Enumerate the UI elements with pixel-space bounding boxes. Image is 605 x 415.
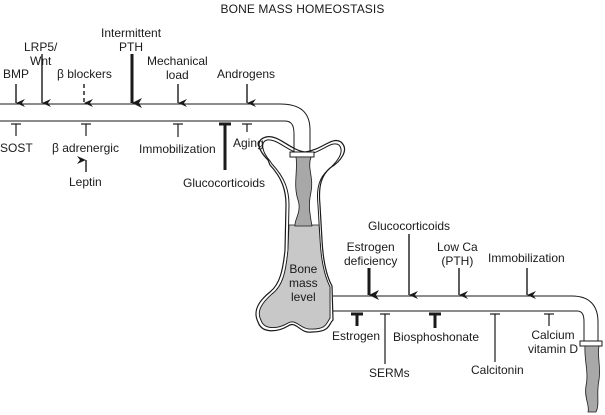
bone-shape bbox=[255, 136, 346, 333]
label-lrp5-wnt: LRP5/ Wnt bbox=[24, 40, 58, 68]
label-calcitonin: Calcitonin bbox=[471, 363, 524, 377]
lower-pipe bbox=[333, 295, 603, 413]
label-beta-adrenergic: β adrenergic bbox=[52, 141, 119, 155]
label-beta-blockers: β blockers bbox=[57, 67, 112, 81]
diagram-title: BONE MASS HOMEOSTASIS bbox=[220, 2, 385, 16]
upper-pipe-nozzle bbox=[289, 151, 315, 158]
label-biosphoshonate: Biosphoshonate bbox=[393, 330, 480, 344]
label-intermittent-pth: Intermittent PTH bbox=[101, 26, 162, 54]
upper-pipe bbox=[0, 103, 315, 227]
label-immobilization-lower: Immobilization bbox=[488, 251, 565, 265]
label-sost: SOST bbox=[0, 141, 33, 155]
label-glucocorticoids-lower: Glucocorticoids bbox=[368, 219, 451, 233]
bone-mass-fill bbox=[258, 224, 331, 330]
label-serms: SERMs bbox=[369, 366, 410, 380]
label-leptin: Leptin bbox=[69, 175, 102, 189]
label-calcium-vitamin-d: Calcium vitamin D bbox=[528, 328, 579, 356]
outflow-stream bbox=[584, 345, 600, 413]
label-estrogen-deficiency: Estrogen deficiency bbox=[344, 240, 398, 268]
inflow-stream bbox=[294, 156, 313, 227]
label-aging: Aging bbox=[233, 136, 264, 150]
label-mechanical-load: Mechanical load bbox=[147, 54, 208, 82]
label-bone-mass-level: Bone mass level bbox=[289, 262, 318, 304]
label-low-ca-pth: Low Ca (PTH) bbox=[437, 240, 478, 268]
label-glucocorticoids-upper: Glucocorticoids bbox=[183, 176, 266, 190]
lower-pipe-nozzle bbox=[579, 340, 603, 347]
label-estrogen: Estrogen bbox=[332, 329, 381, 343]
label-androgens: Androgens bbox=[217, 67, 276, 81]
label-immobilization-upper: Immobilization bbox=[139, 142, 216, 156]
label-bmp: BMP bbox=[3, 67, 30, 81]
